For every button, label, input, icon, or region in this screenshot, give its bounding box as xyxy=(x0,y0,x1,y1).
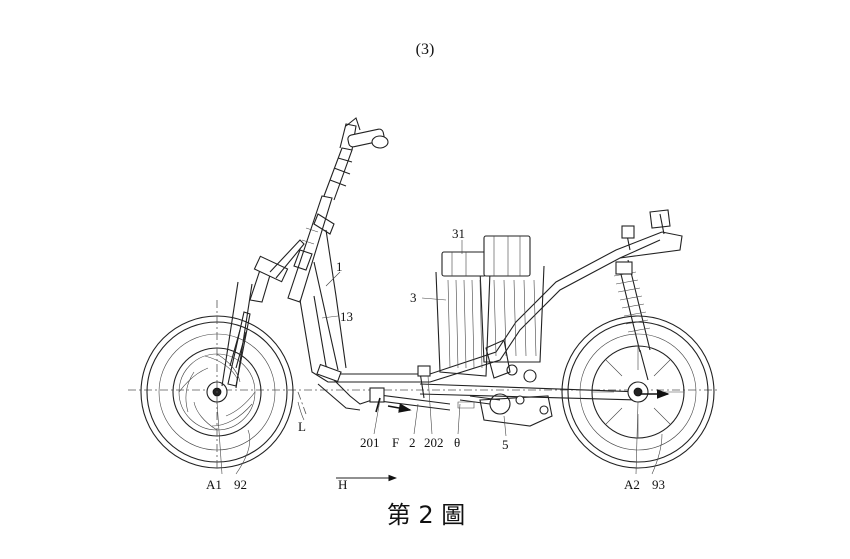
page-number: (3) xyxy=(416,41,435,58)
front-wheel xyxy=(140,300,294,470)
label-line-l: L xyxy=(298,419,306,434)
label-front-wheel: 92 xyxy=(234,477,247,492)
side-stand xyxy=(369,365,451,413)
label-frame: 1 xyxy=(336,259,343,274)
battery-box xyxy=(435,235,545,377)
label-direction-h: H xyxy=(338,477,347,492)
label-batteries: 31 xyxy=(452,226,465,241)
steering-column xyxy=(287,117,389,303)
label-axis-a2: A2 xyxy=(624,477,640,492)
main-frame xyxy=(299,209,683,411)
label-part-201: 201 xyxy=(360,435,380,450)
figure-caption: 第 2 圖 xyxy=(387,501,466,529)
label-axis-a1: A1 xyxy=(206,477,222,492)
label-force-f: F xyxy=(392,435,399,450)
label-rear-wheel: 93 xyxy=(652,477,665,492)
label-part-2: 2 xyxy=(409,435,416,450)
rear-shock xyxy=(613,259,651,381)
front-fork xyxy=(221,239,305,389)
drive-unit xyxy=(419,339,641,427)
label-part-202: 202 xyxy=(424,435,444,450)
label-angle: θ xyxy=(454,435,460,450)
label-battery-box: 3 xyxy=(410,290,417,305)
leader-lines xyxy=(216,240,663,475)
label-motor: 5 xyxy=(502,437,509,452)
rear-wheel xyxy=(561,315,715,469)
force-arrow xyxy=(387,403,412,413)
line-l xyxy=(297,391,307,415)
label-frame-part: 13 xyxy=(340,309,353,324)
